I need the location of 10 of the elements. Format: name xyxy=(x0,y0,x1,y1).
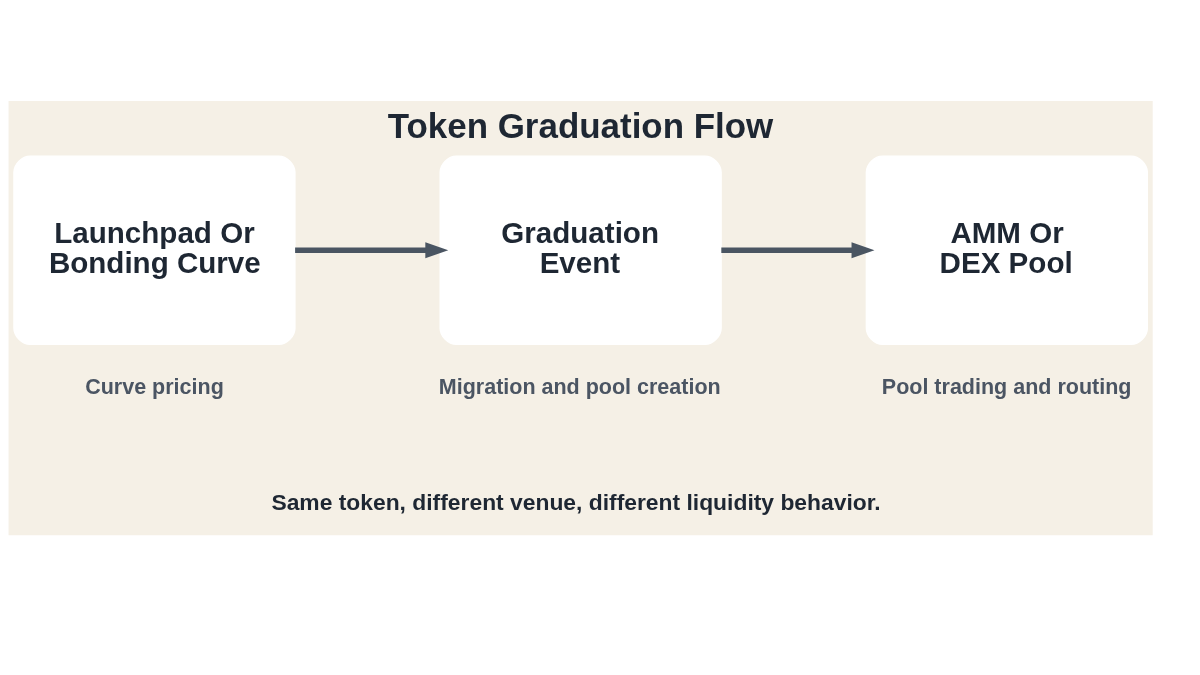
node-label: Pool trading and routing xyxy=(881,374,1132,399)
node-box: Graduation Event xyxy=(439,155,722,346)
node-box: Launchpad Or Bonding Curve xyxy=(13,155,296,346)
diagram-title: Token Graduation Flow xyxy=(387,106,774,146)
caption: Same token, different venue, different liquidity behavior. xyxy=(271,488,881,515)
node-label: Curve pricing xyxy=(85,374,224,399)
node-label: Migration and pool creation xyxy=(438,374,721,399)
arrow xyxy=(721,242,875,259)
arrow xyxy=(295,242,449,259)
node-box: AMM Or DEX Pool xyxy=(865,155,1148,346)
